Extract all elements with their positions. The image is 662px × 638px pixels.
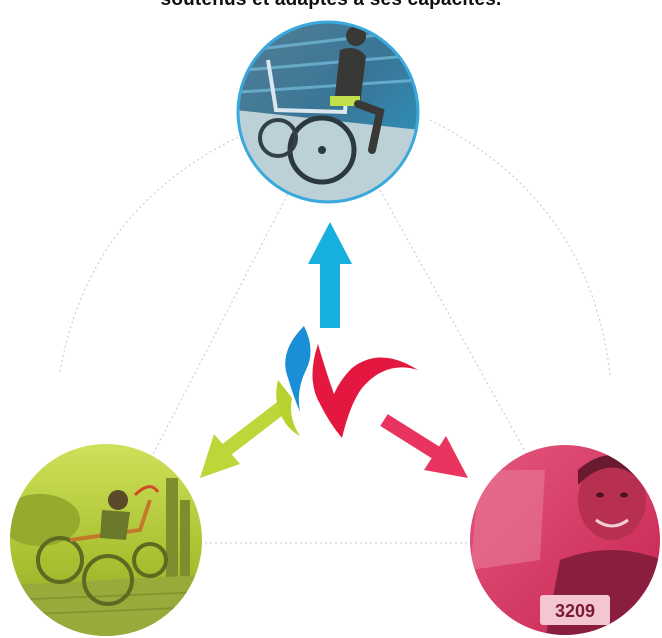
left-guide-arc — [59, 127, 259, 373]
dotted-guides — [59, 119, 611, 544]
right-guide-arc — [429, 119, 611, 376]
center-logo — [276, 326, 418, 438]
arrow-up — [308, 222, 352, 328]
logo-green-stroke — [276, 380, 300, 436]
arrow-down-right — [380, 414, 468, 478]
logo-blue-stroke — [285, 326, 311, 412]
triangle-left-edge — [149, 189, 291, 461]
triangle-right-edge — [379, 189, 531, 461]
page-heading: soutenus et adaptés à ses capacités. — [0, 0, 662, 11]
photo-top-circle — [238, 22, 418, 202]
arrow-down-left — [200, 398, 291, 478]
photo-left-circle — [10, 444, 202, 636]
logo-red-stroke — [312, 344, 418, 438]
photo-top-ring — [236, 20, 420, 204]
photo-right-circle: 3209 — [470, 445, 660, 635]
bib-number: 3209 — [555, 601, 595, 621]
